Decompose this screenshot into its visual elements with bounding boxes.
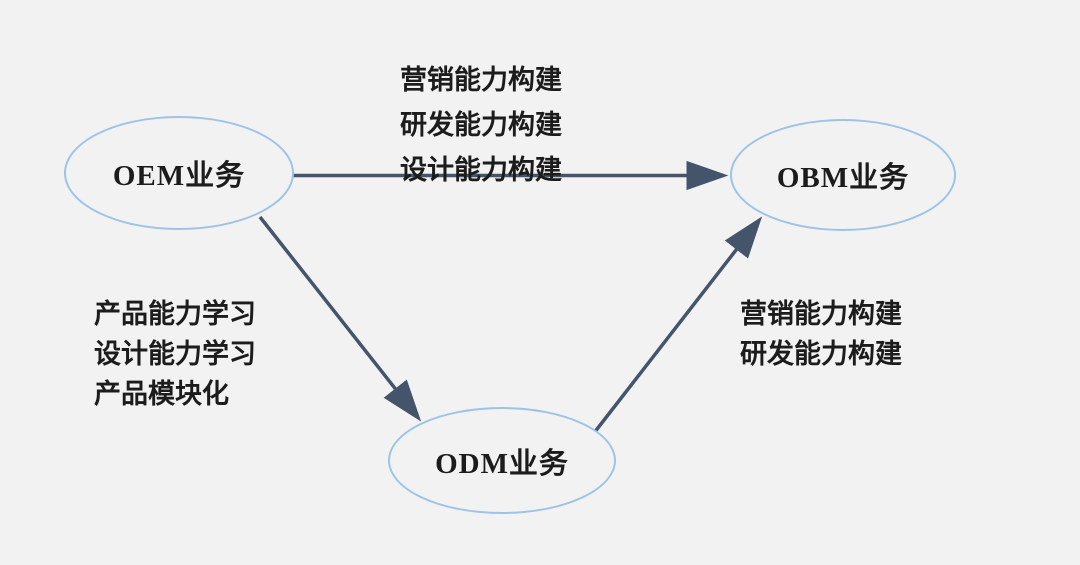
edge-label-oem-to-obm: 营销能力构建 研发能力构建 设计能力构建 — [400, 58, 562, 193]
node-oem-label: OEM业务 — [112, 160, 246, 192]
node-oem: OEM业务 — [64, 116, 294, 230]
node-obm-label: OBM业务 — [776, 162, 910, 194]
arrow-oem-to-odm — [258, 215, 422, 422]
edge-label-line: 产品模块化 — [94, 379, 229, 409]
node-odm-label: ODM业务 — [435, 447, 569, 480]
edge-label-line: 研发能力构建 — [740, 339, 902, 369]
edge-label-line: 研发能力构建 — [400, 110, 562, 140]
arrow-odm-to-obm — [592, 216, 763, 435]
node-obm: OBM业务 — [730, 119, 956, 231]
edge-label-odm-to-obm: 营销能力构建 研发能力构建 — [740, 294, 902, 374]
node-odm: ODM业务 — [388, 407, 616, 514]
edge-label-line: 设计能力学习 — [94, 339, 256, 369]
edge-label-line: 产品能力学习 — [94, 299, 256, 329]
edge-label-oem-to-odm: 产品能力学习 设计能力学习 产品模块化 — [94, 294, 256, 414]
edge-label-line: 营销能力构建 — [740, 299, 902, 329]
edge-label-line: 设计能力构建 — [400, 155, 562, 185]
edge-label-line: 营销能力构建 — [400, 65, 562, 95]
